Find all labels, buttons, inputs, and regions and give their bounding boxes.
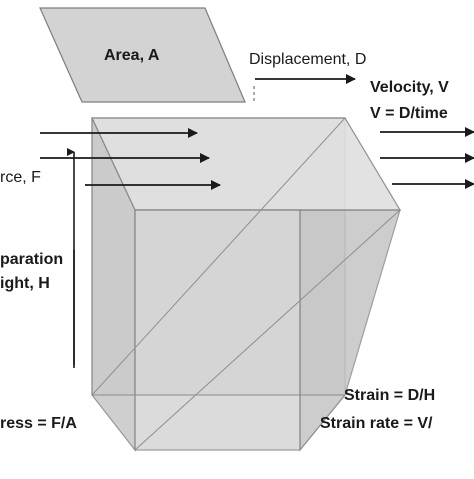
- separation-label-2: ight, H: [0, 275, 50, 292]
- area-plate: [39, 7, 246, 103]
- displacement-label: Displacement, D: [249, 51, 366, 68]
- area-label: Area, A: [104, 47, 160, 64]
- block-front-face: [134, 209, 301, 451]
- separation-label-1: paration: [0, 251, 63, 268]
- velocity-formula: V = D/time: [370, 105, 448, 122]
- shear-diagonal-1: [91, 117, 346, 396]
- strain-label: Strain = D/H: [344, 387, 435, 404]
- block-bottom-right: [299, 394, 346, 451]
- stress-label: ress = F/A: [0, 415, 77, 432]
- force-label: rce, F: [0, 169, 41, 186]
- block-top-face: [91, 117, 402, 211]
- strain-rate-label: Strain rate = V/: [320, 415, 433, 432]
- block-side-face: [299, 209, 401, 452]
- velocity-label: Velocity, V: [370, 79, 449, 96]
- shear-diagonal-2: [134, 209, 401, 451]
